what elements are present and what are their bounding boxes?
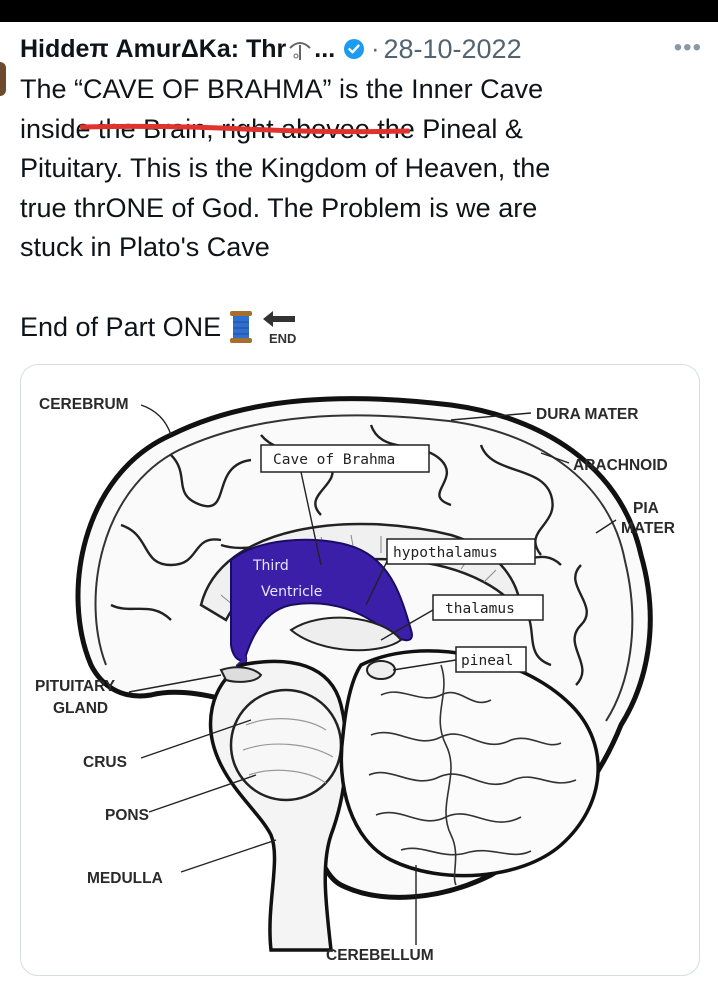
medulla-label: MEDULLA xyxy=(87,870,163,887)
cave-label-box xyxy=(260,444,430,473)
image-card[interactable]: Third Ventricle xyxy=(20,364,700,976)
pineal-label: pineal xyxy=(461,653,513,669)
pia-mater-label-1: PIA xyxy=(633,500,659,517)
pituitary-label-1: PITUITARY xyxy=(35,678,116,695)
end-arrow-icon: END xyxy=(259,308,299,346)
avatar[interactable] xyxy=(0,62,6,96)
tweet-text-segment: inside xyxy=(20,113,91,144)
tweet-line: Pituitary. This is the Kingdom of Heaven… xyxy=(20,153,551,183)
third-ventricle-label-1: Third xyxy=(252,558,289,574)
hypothalamus-label: hypothalamus xyxy=(393,545,498,561)
cerebellum-label: CEREBELLUM xyxy=(326,947,434,964)
pons-label: PONS xyxy=(105,807,149,824)
pituitary-gland xyxy=(219,666,263,683)
more-options-icon[interactable]: ••• xyxy=(673,34,702,61)
pons xyxy=(229,688,343,802)
end-of-part-line: End of Part ONE END xyxy=(20,308,299,346)
hypothalamus-box xyxy=(386,538,536,565)
dura-mater-label: DURA MATER xyxy=(536,406,638,423)
end-arrow-label: END xyxy=(269,331,296,346)
tweet-text-segment: e the Pineal & xyxy=(354,113,523,144)
thalamus-label: thalamus xyxy=(445,601,515,617)
membrane-line xyxy=(94,414,634,722)
thalamus-box xyxy=(432,594,544,621)
author-ellipsis: ... xyxy=(314,34,336,63)
thread-spool-icon xyxy=(229,310,253,344)
author-name[interactable]: Hiddeπ AmurΔKa: Thr xyxy=(20,34,287,63)
tweet-text: The “CAVE OF BRAHMA” is the Inner Cave i… xyxy=(20,70,700,268)
cerebellum-folia xyxy=(368,664,577,886)
status-bar xyxy=(0,0,718,22)
separator-dot: · xyxy=(371,34,380,63)
arachnoid-label: ARACHNOID xyxy=(573,457,668,474)
cerebrum-label: CEREBRUM xyxy=(39,396,129,413)
pia-mater-label-2: MATER xyxy=(621,520,675,537)
tweet-line: stuck in Plato's Cave xyxy=(20,232,270,262)
tweet-header: Hiddeπ AmurΔKa: Thr ... · 28-10-2022 ••• xyxy=(20,30,710,68)
thalamus-body xyxy=(289,616,403,652)
pituitary-label-2: GLAND xyxy=(53,700,108,717)
third-ventricle-label-2: Ventricle xyxy=(261,584,322,600)
pineal-box xyxy=(455,646,527,673)
pineal-body xyxy=(366,660,396,680)
red-strike-line xyxy=(80,123,410,135)
tweet-line: The “CAVE OF BRAHMA” is the Inner Cave xyxy=(20,74,544,104)
emoji-icon xyxy=(287,36,313,62)
crus-label: CRUS xyxy=(83,754,127,771)
tweet-date[interactable]: 28-10-2022 xyxy=(383,33,522,64)
cave-of-brahma-label: Cave of Brahma xyxy=(273,452,395,468)
verified-badge-icon xyxy=(343,38,365,60)
tweet-line: true thrONE of God. The Problem is we ar… xyxy=(20,192,538,223)
end-text: End of Part ONE xyxy=(20,311,222,342)
brain-diagram: Third Ventricle xyxy=(35,396,675,964)
